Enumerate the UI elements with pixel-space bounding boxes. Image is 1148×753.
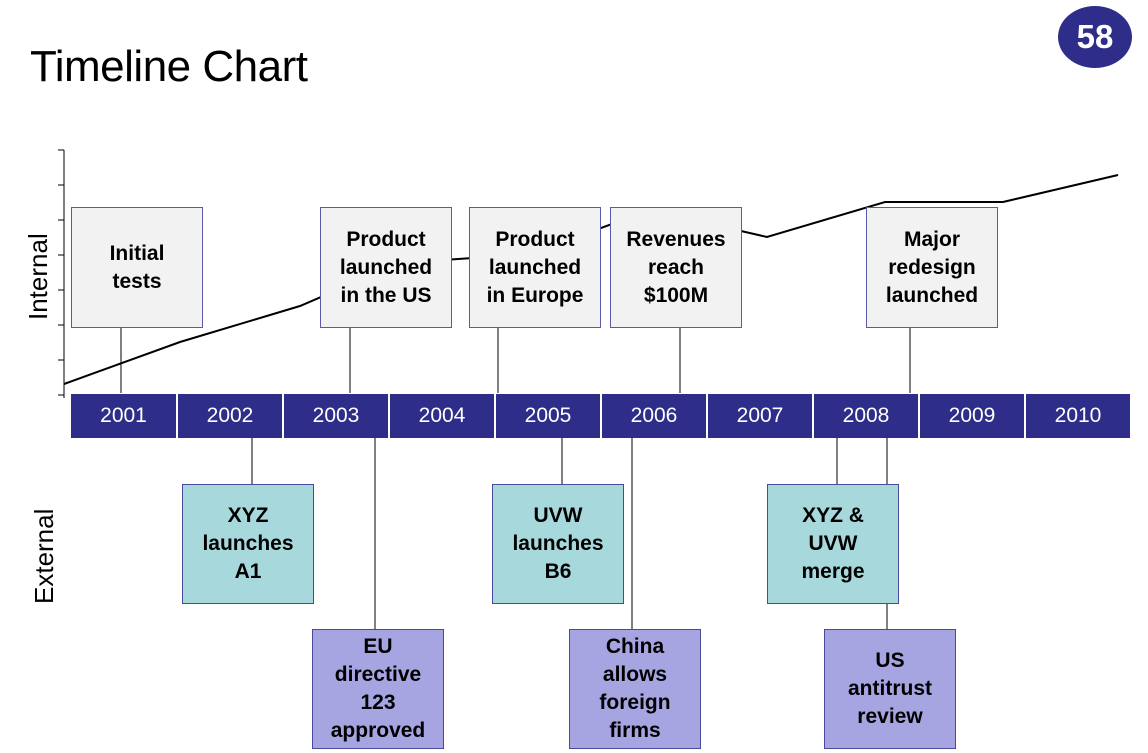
year-cell: 2007 [708,394,812,438]
page-number-badge: 58 [1058,6,1132,68]
vertical-axis [58,149,65,398]
external-event-box: US antitrust review [824,629,956,749]
year-cell: 2004 [390,394,494,438]
internal-event-box: Product launched in the US [320,207,452,328]
year-cell: 2009 [920,394,1024,438]
internal-event-box: Product launched in Europe [469,207,601,328]
external-event-box: XYZ & UVW merge [767,484,899,604]
year-cell: 2001 [71,394,176,438]
internal-event-box: Major redesign launched [866,207,998,328]
external-event-box: China allows foreign firms [569,629,701,749]
year-cell: 2010 [1026,394,1130,438]
page-title: Timeline Chart [30,42,308,91]
year-cell: 2003 [284,394,388,438]
year-cell: 2002 [178,394,282,438]
external-event-box: EU directive 123 approved [312,629,444,749]
external-event-box: XYZ launches A1 [182,484,314,604]
internal-event-box: Initial tests [71,207,203,328]
internal-connectors [120,327,911,393]
year-cell: 2008 [814,394,918,438]
external-event-box: UVW launches B6 [492,484,624,604]
year-cell: 2006 [602,394,706,438]
year-cell: 2005 [496,394,600,438]
internal-event-box: Revenues reach $100M [610,207,742,328]
